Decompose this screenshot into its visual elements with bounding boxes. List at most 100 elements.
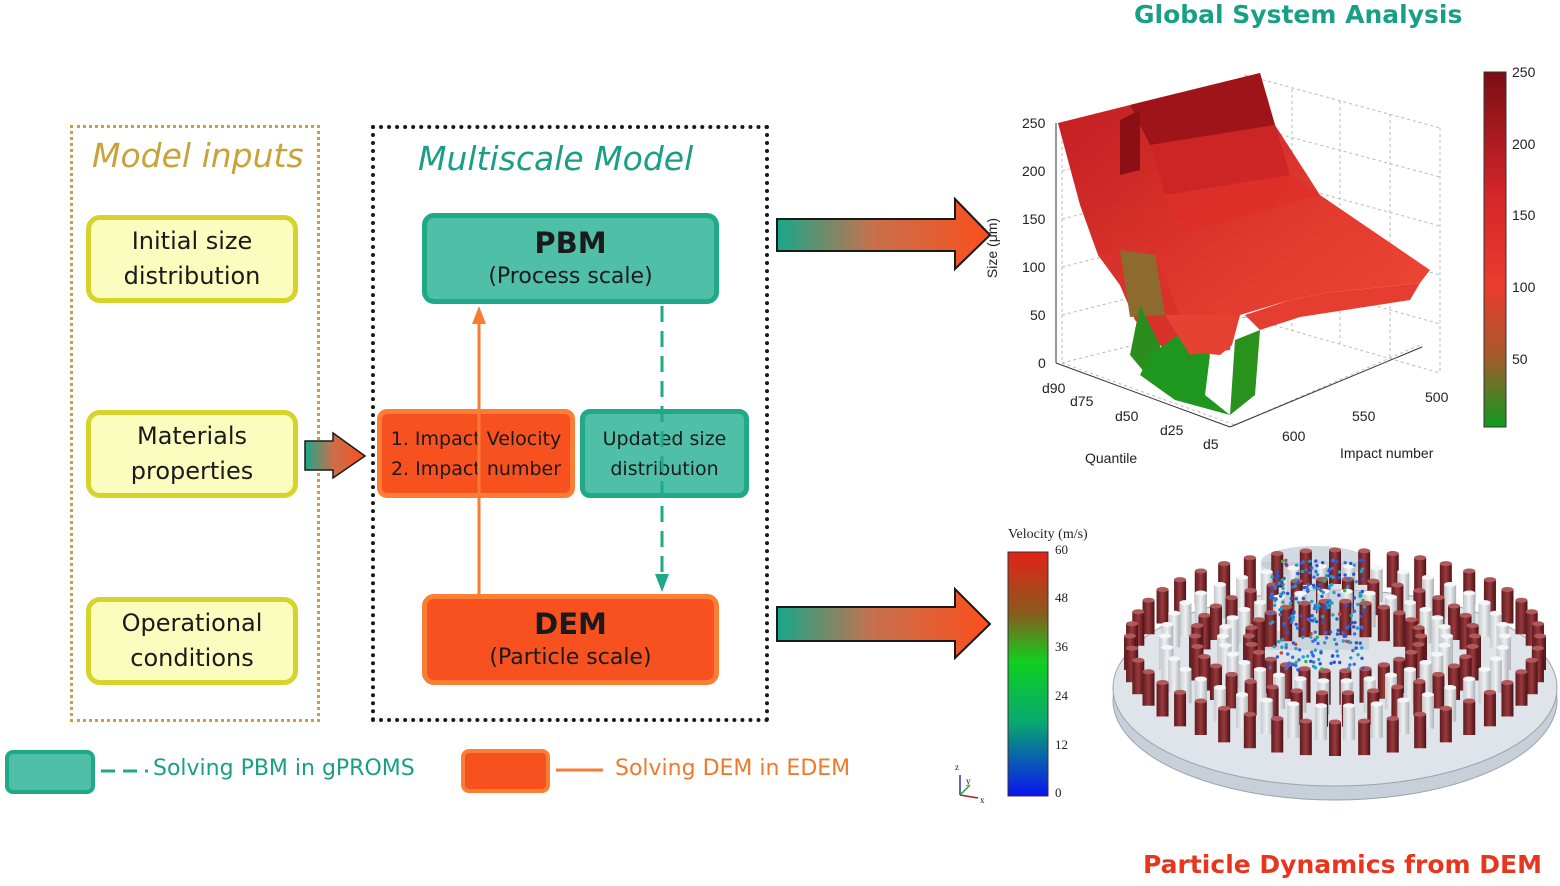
particle — [1295, 626, 1300, 630]
rotor-pillar-top — [1314, 703, 1327, 709]
rotor-pillar-top — [1287, 701, 1300, 707]
particle — [1304, 659, 1308, 664]
rotor-pillar-top — [1217, 633, 1229, 639]
dem-box: DEM (Particle scale) — [422, 594, 719, 685]
particle — [1301, 596, 1306, 601]
rotor-pillar-top — [1260, 569, 1273, 575]
rotor-pillar-top — [1299, 718, 1312, 724]
particle — [1330, 654, 1335, 658]
rotor-pillar-top — [1444, 685, 1457, 691]
rotor-pillar-top — [1168, 656, 1181, 662]
particle — [1349, 656, 1353, 660]
y-tick-100: 100 — [1022, 259, 1046, 275]
particle — [1353, 620, 1357, 625]
quantile-axis-label: Quantile — [1085, 450, 1138, 466]
pbm-title: PBM — [534, 225, 607, 260]
rotor-pillar-top — [1414, 555, 1427, 561]
particle — [1321, 590, 1326, 595]
rotor-pillar-top — [1236, 574, 1249, 580]
rotor-pillar-top — [1174, 689, 1187, 695]
rotor-pillar-top — [1218, 561, 1231, 567]
particle — [1294, 660, 1298, 665]
y-tick-0: 0 — [1038, 355, 1046, 371]
particle — [1329, 661, 1333, 666]
particle — [1336, 654, 1340, 658]
rotor-pillar — [1156, 589, 1169, 624]
rotor-pillar-top — [1294, 676, 1307, 682]
rotor-pillar-top — [1194, 698, 1207, 704]
rotor-pillar-top — [1438, 624, 1451, 630]
rotor-pillar-top — [1225, 671, 1238, 677]
particle — [1284, 643, 1288, 647]
rotor-pillar-top — [1444, 581, 1457, 587]
rotor-pillar-top — [1280, 604, 1293, 610]
rotor-pillar-top — [1254, 666, 1267, 672]
dem-render — [959, 546, 1558, 801]
particle — [1281, 637, 1285, 642]
particle — [1323, 606, 1328, 611]
rotor-pillar-top — [1397, 569, 1410, 575]
particle — [1276, 639, 1281, 644]
particle — [1334, 642, 1339, 646]
impact-number-label: 2. Impact number — [390, 457, 562, 480]
impact-tick-550: 550 — [1352, 408, 1376, 424]
rotor-pillar-top — [1359, 600, 1372, 606]
particle — [1362, 605, 1366, 609]
model-inputs-title: Model inputs — [92, 136, 304, 175]
particle-dynamics-title: Particle Dynamics from DEM — [1143, 850, 1542, 879]
axis-z-label: z — [955, 762, 959, 772]
rotor-pillar — [1243, 714, 1256, 749]
rotor-pillar-top — [1244, 678, 1257, 684]
particle-cloud — [1268, 558, 1366, 672]
particle — [1296, 668, 1300, 672]
rotor-pillar-top — [1264, 656, 1277, 662]
particle — [1300, 569, 1304, 574]
rotor-pillar-top — [1525, 657, 1538, 663]
particle — [1328, 630, 1333, 634]
input-initial-size-distribution: Initial size distribution — [86, 215, 298, 303]
quantile-tick-d90: d90 — [1042, 380, 1066, 396]
cbar-tick-100: 100 — [1512, 279, 1536, 295]
particle — [1301, 635, 1305, 640]
particle — [1351, 625, 1356, 629]
rotor-pillar-top — [1483, 577, 1496, 583]
rotor-pillar — [1179, 602, 1192, 637]
rotor-pillar-top — [1260, 697, 1273, 703]
particle — [1309, 659, 1313, 663]
rotor-pillar-top — [1466, 623, 1479, 629]
particle — [1316, 641, 1320, 646]
particle — [1268, 611, 1272, 616]
rotor-pillar-top — [1343, 703, 1356, 709]
particle — [1352, 563, 1356, 567]
y-tick-250: 250 — [1022, 115, 1046, 131]
rotor-pillar-top — [1209, 603, 1222, 609]
particle — [1326, 605, 1331, 610]
rotor-pillar-top — [1515, 597, 1528, 603]
rotor-pillar-top — [1385, 672, 1397, 678]
rotor-pillar-top — [1499, 633, 1511, 639]
rotor-pillar-top — [1287, 565, 1300, 571]
particle — [1341, 639, 1346, 643]
particle — [1294, 563, 1299, 567]
particle — [1285, 630, 1290, 635]
rotor-pillar-top — [1391, 684, 1404, 690]
particle — [1314, 619, 1319, 624]
particle — [1361, 598, 1365, 603]
rotor-pillar-top — [1126, 621, 1139, 627]
y-tick-50: 50 — [1030, 307, 1046, 323]
particle — [1301, 560, 1305, 564]
rotor-pillar — [1209, 605, 1222, 640]
particle — [1270, 592, 1274, 596]
rotor-pillar-top — [1363, 590, 1376, 596]
input-materials-properties: Materials properties — [86, 410, 298, 498]
rotor-pillar — [1318, 601, 1331, 636]
particle — [1290, 585, 1294, 589]
rotor-pillar — [1483, 692, 1496, 727]
particle — [1308, 559, 1312, 563]
particle — [1335, 632, 1340, 636]
rotor-pillar-top — [1463, 676, 1476, 682]
vel-tick-12: 12 — [1055, 737, 1068, 752]
particle — [1320, 667, 1324, 671]
particle — [1338, 612, 1342, 616]
